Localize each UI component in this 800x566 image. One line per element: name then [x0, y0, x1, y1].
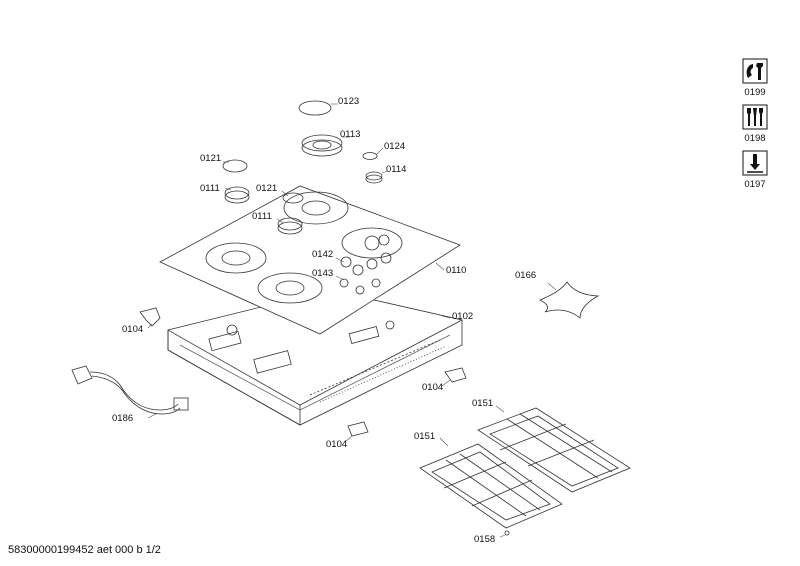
burner-cap-0121-right: [282, 192, 304, 204]
label-0166: 0166: [515, 270, 537, 281]
installation-arrow-icon: [742, 150, 768, 176]
label-0143: 0143: [312, 268, 334, 279]
burner-cap-0121: [222, 159, 248, 173]
pan-support-front: [419, 443, 563, 529]
label-0104-third: 0104: [326, 439, 348, 450]
label-0110: 0110: [446, 265, 467, 276]
label-0186: 0186: [112, 413, 134, 424]
pan-support-rear: [477, 407, 631, 493]
hob-top-plate: [159, 185, 461, 335]
label-0123: 0123: [338, 96, 360, 107]
label-0124: 0124: [384, 141, 406, 152]
burner-0113: [301, 134, 343, 157]
burner-0111-center: [277, 217, 303, 235]
label-0121-second: 0121: [256, 183, 278, 194]
burner-0111-left: [224, 186, 250, 204]
power-cord: [71, 365, 189, 415]
label-0142: 0142: [312, 249, 334, 260]
burner-cap-0124: [362, 152, 378, 160]
label-0102: 0102: [452, 311, 474, 322]
burner-cap-0123: [298, 100, 332, 116]
wrench-service-icon: [742, 58, 768, 84]
label-0114: 0114: [386, 164, 407, 175]
label-0121: 0121: [200, 153, 222, 164]
tools-kit-icon: [742, 104, 768, 130]
label-0104-second: 0104: [422, 382, 444, 393]
foot-0158: [504, 530, 510, 536]
clamp-mid-right: [444, 367, 467, 383]
clamp-bottom: [347, 421, 369, 437]
base-tray: [167, 289, 463, 426]
ref-code-0198: 0198: [744, 133, 766, 144]
label-0111-second: 0111: [252, 211, 272, 222]
label-0151-second: 0151: [414, 431, 436, 442]
label-0104: 0104: [122, 324, 144, 335]
ref-code-0197: 0197: [744, 179, 766, 190]
wok-ring: [539, 281, 600, 319]
label-0111: 0111: [200, 183, 220, 194]
ref-code-0199: 0199: [744, 87, 766, 98]
label-0151: 0151: [472, 398, 494, 409]
label-0113: 0113: [340, 129, 361, 140]
label-0158: 0158: [474, 534, 496, 545]
burner-0114: [365, 171, 383, 184]
clamp-left: [139, 307, 161, 327]
document-footer-code: 58300000199452 aet 000 b 1/2: [8, 544, 161, 556]
